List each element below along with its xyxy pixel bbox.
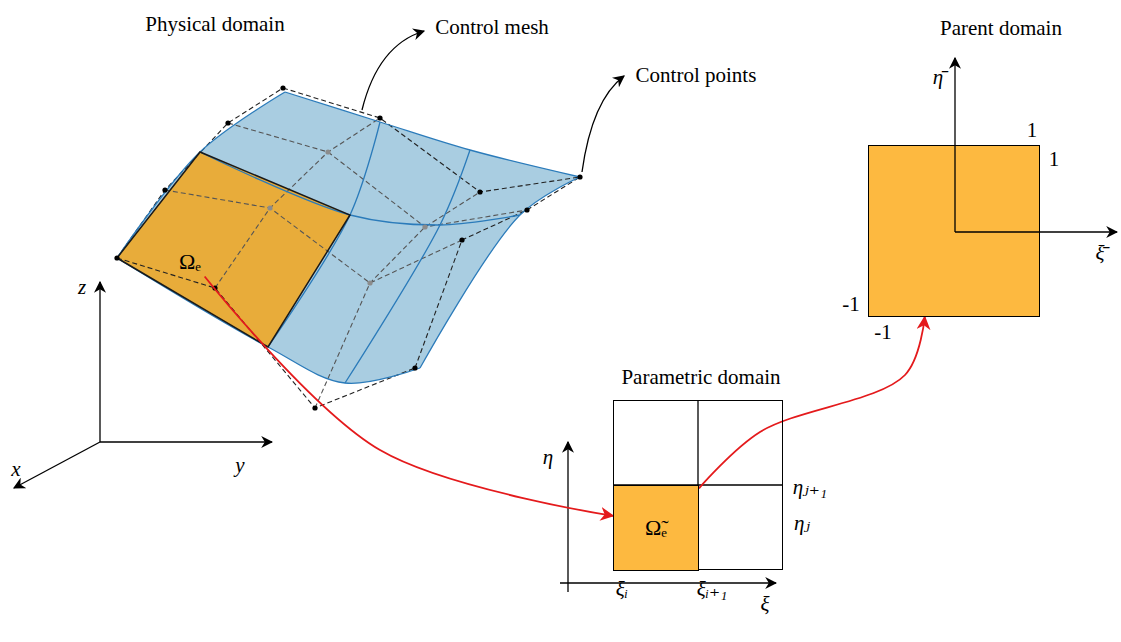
xi-axis bbox=[560, 582, 776, 583]
leader-arrow bbox=[582, 76, 624, 172]
control-point bbox=[524, 207, 529, 212]
x-axis bbox=[14, 442, 100, 488]
parametric-grid: Parametric domainΩ̃ₑ bbox=[613, 400, 783, 570]
axis-label: z bbox=[78, 276, 86, 299]
domain-heading: Physical domain bbox=[145, 13, 284, 36]
annotation: Control mesh bbox=[435, 16, 549, 39]
axis-label: η̄ bbox=[933, 66, 943, 89]
element-symbol: Ωₑ bbox=[179, 250, 201, 274]
control-mesh-line bbox=[228, 123, 527, 227]
element-border bbox=[117, 152, 350, 347]
surface-knot-line bbox=[117, 258, 420, 383]
knot-label: ξᵢ bbox=[616, 578, 628, 601]
annotation: Control points bbox=[636, 64, 757, 87]
knot-label: ηⱼ₊₁ bbox=[793, 476, 827, 499]
domain-heading: Parent domain bbox=[940, 16, 1062, 41]
control-point bbox=[367, 280, 372, 285]
control-point bbox=[377, 115, 382, 120]
y-axis bbox=[100, 441, 272, 442]
control-point bbox=[162, 187, 167, 192]
surface-knot-line bbox=[345, 150, 470, 383]
domain-heading: Parametric domain bbox=[621, 365, 780, 390]
control-point bbox=[477, 189, 482, 194]
control-point bbox=[280, 85, 285, 90]
control-point bbox=[325, 149, 330, 154]
axis-label: x bbox=[11, 458, 20, 481]
control-point bbox=[225, 120, 230, 125]
surface-knot-line bbox=[420, 177, 580, 368]
mapping-arrow bbox=[205, 277, 613, 516]
control-mesh-line bbox=[117, 258, 415, 408]
leader-arrow bbox=[362, 31, 424, 110]
control-mesh-line bbox=[117, 88, 283, 258]
parent-square: Parent domain bbox=[868, 145, 1040, 317]
mapping-arrow bbox=[699, 317, 925, 488]
control-mesh-line bbox=[415, 177, 580, 368]
surface bbox=[117, 92, 580, 383]
z-axis bbox=[99, 282, 100, 442]
axis-label: y bbox=[235, 454, 244, 477]
knot-label: ηⱼ bbox=[794, 512, 810, 535]
axis-label: ξ̄ bbox=[1096, 242, 1105, 265]
xi-bar-axis bbox=[955, 231, 1117, 232]
control-point bbox=[312, 405, 317, 410]
eta-bar-axis bbox=[954, 58, 955, 232]
control-mesh-line bbox=[283, 88, 580, 192]
control-point bbox=[459, 237, 464, 242]
coordinate-value: -1 bbox=[874, 321, 892, 344]
element-patch bbox=[117, 152, 350, 347]
coordinate-value: 1 bbox=[1049, 148, 1060, 171]
element-symbol: Ω̃ₑ bbox=[645, 516, 667, 540]
surface-knot-line bbox=[268, 122, 380, 347]
element-label-box: Ωₑ bbox=[174, 248, 206, 277]
control-point bbox=[412, 365, 417, 370]
coordinate-value: -1 bbox=[842, 293, 860, 316]
control-mesh-line bbox=[165, 190, 462, 283]
surface-knot-line bbox=[117, 92, 285, 258]
eta-axis bbox=[567, 442, 568, 592]
parametric-element: Ω̃ₑ bbox=[613, 485, 699, 571]
control-point bbox=[114, 255, 119, 260]
control-point bbox=[577, 174, 582, 179]
control-point bbox=[267, 205, 272, 210]
knot-label: ξᵢ₊₁ bbox=[697, 578, 728, 601]
axis-label: ξ bbox=[761, 593, 770, 616]
surface-knot-line bbox=[285, 92, 580, 177]
coordinate-value: 1 bbox=[1027, 119, 1038, 142]
axis-label: η bbox=[543, 446, 553, 469]
control-point bbox=[422, 224, 427, 229]
